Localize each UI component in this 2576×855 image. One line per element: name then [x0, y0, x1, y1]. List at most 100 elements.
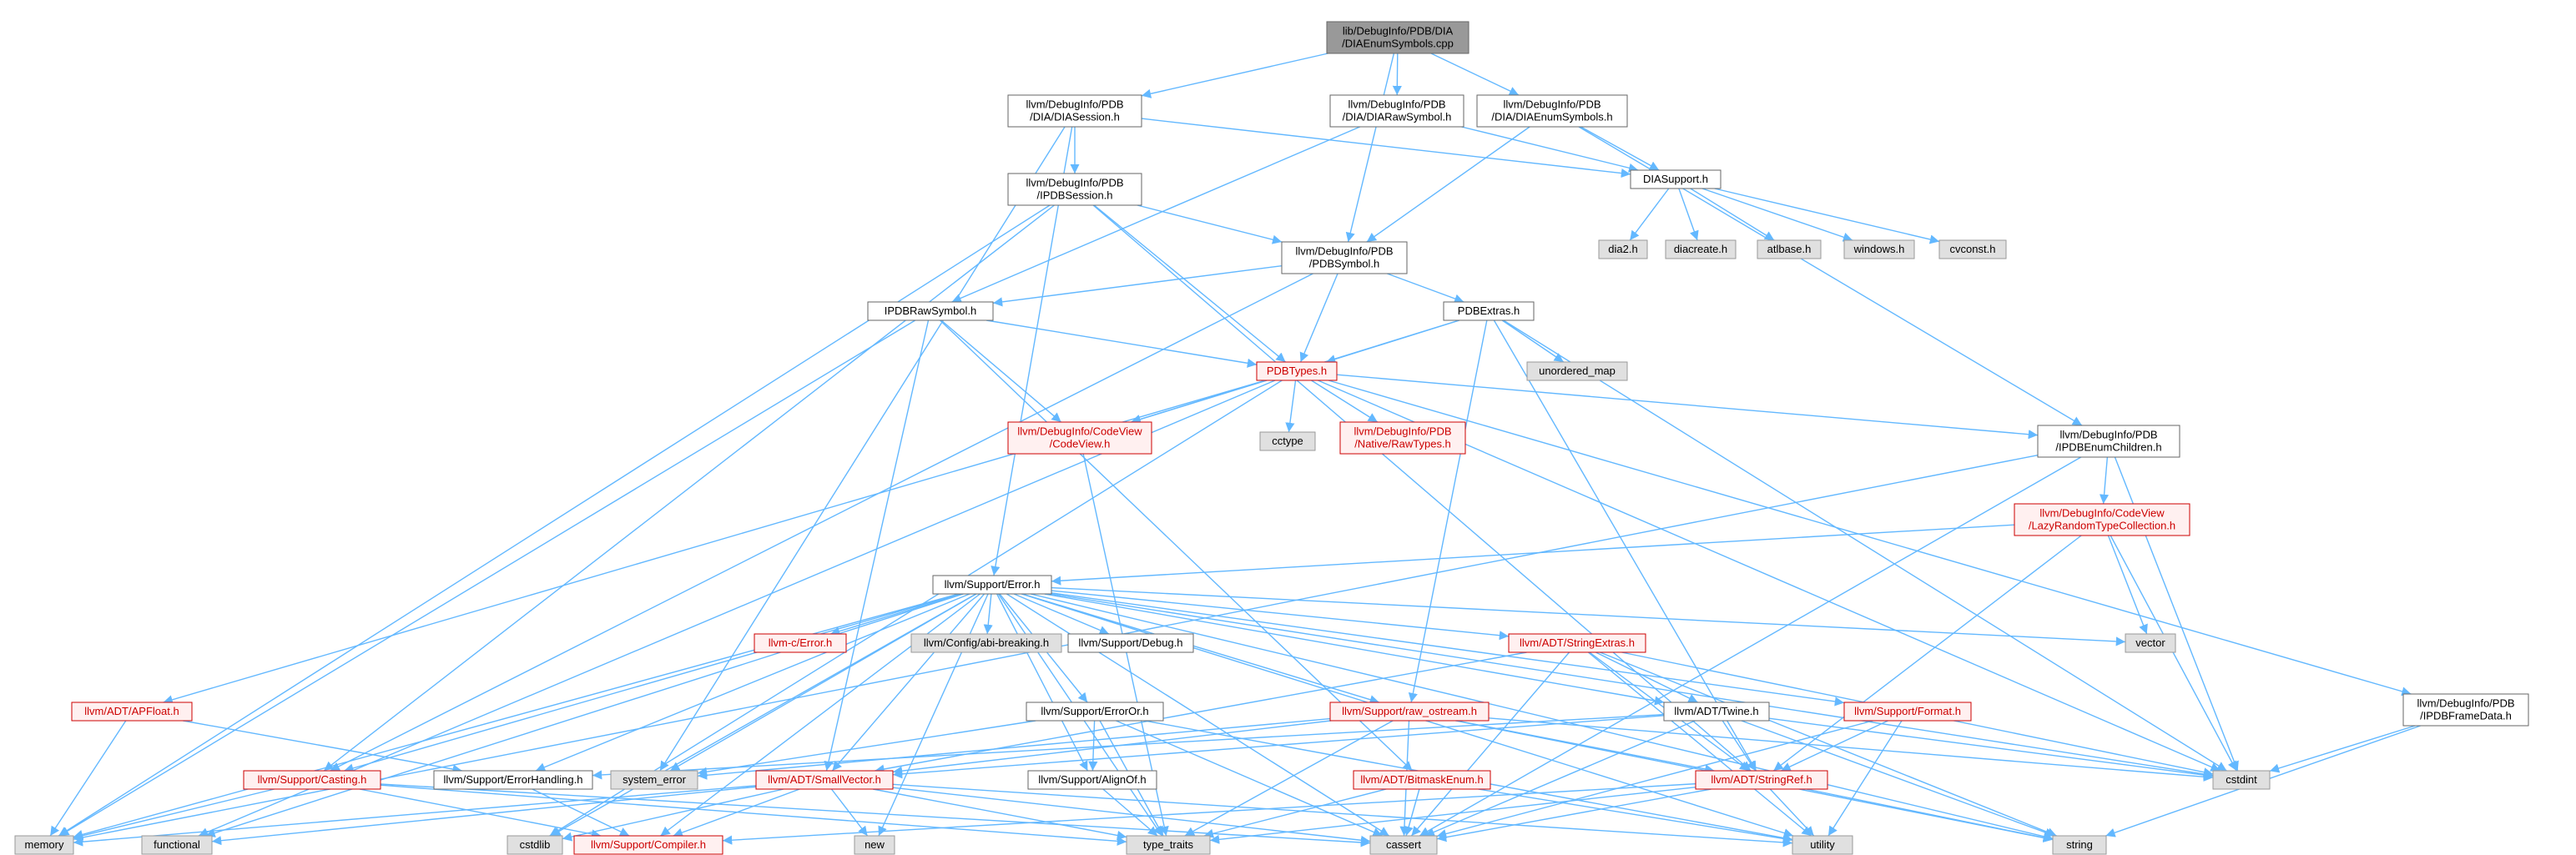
- edge-error-to-smallvector: [831, 593, 986, 772]
- edge-diasupport-to-diacreate: [1678, 188, 1699, 241]
- node-stringref[interactable]: llvm/ADT/StringRef.h: [1695, 770, 1828, 790]
- edge-smallvector-to-cstdlib: [562, 788, 784, 842]
- node-dia2[interactable]: dia2.h: [1598, 239, 1648, 259]
- edge-group: [830, 788, 869, 837]
- node-atlbase[interactable]: atlbase.h: [1757, 239, 1822, 259]
- node-ipdbenumchildren[interactable]: llvm/DebugInfo/PDB/IPDBEnumChildren.h: [2037, 425, 2180, 458]
- edge-error-to-cstdint: [1051, 593, 2214, 779]
- edge-group: [2107, 535, 2148, 635]
- edge-group: [73, 788, 275, 841]
- node-casting[interactable]: llvm/Support/Casting.h: [243, 770, 381, 790]
- edge-stringref-to-string: [1806, 788, 2054, 842]
- node-string[interactable]: string: [2052, 835, 2107, 855]
- node-windows[interactable]: windows.h: [1843, 239, 1915, 259]
- node-vector[interactable]: vector: [2125, 633, 2176, 653]
- edge-lazyrandom-to-error: [1051, 524, 2015, 586]
- node-rawtypes[interactable]: llvm/DebugInfo/PDB/Native/RawTypes.h: [1339, 421, 1466, 455]
- edge-group: [592, 713, 1665, 780]
- edge-pdbsymbol-to-casting: [330, 273, 1313, 772]
- edge-smallvector-to-functional: [211, 786, 757, 846]
- node-diacreate[interactable]: diacreate.h: [1665, 239, 1737, 259]
- node-twine[interactable]: llvm/ADT/Twine.h: [1663, 702, 1770, 722]
- node-cstdlib[interactable]: cstdlib: [507, 835, 563, 855]
- node-box: [1757, 239, 1822, 259]
- edge-group: [659, 126, 1066, 772]
- node-label: cctype: [1272, 435, 1303, 447]
- node-diaenumsymbols[interactable]: llvm/DebugInfo/PDB/DIA/DIAEnumSymbols.h: [1476, 94, 1628, 128]
- edge-group: [1587, 651, 1812, 837]
- node-diasession[interactable]: llvm/DebugInfo/PDB/DIA/DIASession.h: [1007, 94, 1142, 128]
- node-apfloat[interactable]: llvm/ADT/APFloat.h: [71, 702, 193, 722]
- node-pdbsymbol[interactable]: llvm/DebugInfo/PDB/PDBSymbol.h: [1281, 241, 1408, 274]
- edge-bitmaskenum-to-type_traits: [1203, 788, 1387, 838]
- node-debug[interactable]: llvm/Support/Debug.h: [1067, 633, 1194, 653]
- node-unordered_map[interactable]: unordered_map: [1526, 361, 1628, 381]
- node-cassert[interactable]: cassert: [1369, 835, 1438, 855]
- node-cerror[interactable]: llvm-c/Error.h: [754, 633, 847, 653]
- node-rawostream[interactable]: llvm/Support/raw_ostream.h: [1329, 702, 1490, 722]
- node-ipdbframedata[interactable]: llvm/DebugInfo/PDB/IPDBFrameData.h: [2402, 693, 2529, 727]
- node-ipdbsession[interactable]: llvm/DebugInfo/PDB/IPDBSession.h: [1007, 173, 1142, 206]
- node-errorhandling[interactable]: llvm/Support/ErrorHandling.h: [433, 770, 593, 790]
- node-alignof[interactable]: llvm/Support/AlignOf.h: [1027, 770, 1157, 790]
- node-cctype[interactable]: cctype: [1259, 431, 1316, 451]
- node-label: llvm/ADT/BitmaskEnum.h: [1360, 773, 1483, 786]
- edge-root-to-diarawsymbol: [1392, 53, 1402, 96]
- node-lazyrandom[interactable]: llvm/DebugInfo/CodeView/LazyRandomTypeCo…: [2014, 503, 2190, 536]
- node-box: [1067, 633, 1194, 653]
- edge-group: [878, 593, 989, 837]
- node-memory[interactable]: memory: [14, 835, 74, 855]
- node-box: [755, 770, 894, 790]
- node-functional[interactable]: functional: [141, 835, 213, 855]
- node-label: llvm/DebugInfo/PDB: [1503, 98, 1601, 111]
- node-box: [243, 770, 381, 790]
- edge-diasupport-to-atlbase: [1690, 188, 1775, 241]
- edge-group: [1131, 380, 1268, 425]
- node-new[interactable]: new: [854, 835, 895, 855]
- node-erroror[interactable]: llvm/Support/ErrorOr.h: [1026, 702, 1164, 722]
- edge-group: [1629, 188, 1670, 241]
- edge-error-to-debug: [1013, 593, 1110, 635]
- edge-group: [892, 783, 1793, 847]
- node-label: llvm/Config/abi-breaking.h: [924, 636, 1049, 649]
- edge-group: [1701, 188, 1853, 242]
- node-system_error[interactable]: system_error: [610, 770, 698, 790]
- edge-ipdbenumchildren-to-cassert: [1419, 456, 2082, 837]
- edge-diasupport-to-dia2: [1629, 188, 1670, 241]
- node-diasupport[interactable]: DIASupport.h: [1630, 169, 1722, 189]
- node-cstdint[interactable]: cstdint: [2212, 770, 2271, 790]
- edge-rawostream-to-cstdint: [1488, 717, 2214, 782]
- node-compiler[interactable]: llvm/Support/Compiler.h: [573, 835, 723, 855]
- node-codeview[interactable]: llvm/DebugInfo/CodeView/CodeView.h: [1007, 421, 1152, 455]
- node-pdbtypes[interactable]: PDBTypes.h: [1256, 361, 1338, 381]
- node-stringextras[interactable]: llvm/ADT/StringExtras.h: [1508, 633, 1646, 653]
- edge-stringref-to-utility: [1769, 788, 1815, 837]
- node-error[interactable]: llvm/Support/Error.h: [932, 575, 1052, 595]
- node-bitmaskenum[interactable]: llvm/ADT/BitmaskEnum.h: [1353, 770, 1491, 790]
- edge-group: [1318, 380, 2221, 772]
- node-diarawsymbol[interactable]: llvm/DebugInfo/PDB/DIA/DIARawSymbol.h: [1329, 94, 1464, 128]
- edge-group: [1051, 593, 2214, 779]
- edge-group: [992, 264, 1283, 307]
- node-type_traits[interactable]: type_traits: [1126, 835, 1211, 855]
- edge-group: [1410, 651, 1570, 837]
- node-label: llvm/DebugInfo/PDB: [2417, 697, 2514, 710]
- node-pdbextras[interactable]: PDBExtras.h: [1443, 301, 1535, 321]
- node-root[interactable]: lib/DebugInfo/PDB/DIA/DIAEnumSymbols.cpp: [1326, 21, 1469, 54]
- node-label: system_error: [623, 773, 687, 786]
- node-smallvector[interactable]: llvm/ADT/SmallVector.h: [755, 770, 894, 790]
- edge-group: [2269, 725, 2416, 773]
- node-label: /DIAEnumSymbols.cpp: [1342, 38, 1454, 50]
- edge-group: [58, 319, 916, 837]
- node-format[interactable]: llvm/Support/Format.h: [1843, 702, 1972, 722]
- node-cvconst[interactable]: cvconst.h: [1938, 239, 2007, 259]
- edge-pdbextras-to-cstdint: [1503, 319, 2227, 772]
- edge-layer: [49, 53, 2421, 847]
- edge-group: [198, 380, 1276, 837]
- edge-group: [1051, 586, 2126, 646]
- node-ipdbrawsymbol[interactable]: IPDBRawSymbol.h: [867, 301, 994, 321]
- node-utility[interactable]: utility: [1792, 835, 1853, 855]
- edge-group: [1478, 788, 1793, 843]
- node-abibreaking[interactable]: llvm/Config/abi-breaking.h: [910, 633, 1062, 653]
- edge-stringref-to-type_traits: [1209, 786, 1696, 844]
